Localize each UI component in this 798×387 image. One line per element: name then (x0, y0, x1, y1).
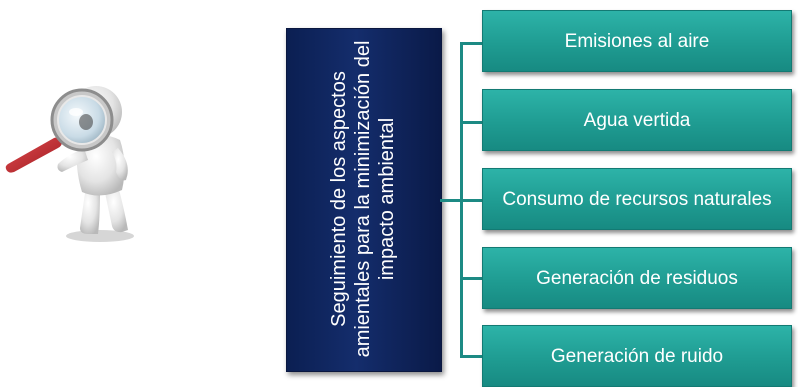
item-box-ruido: Generación de ruido (482, 325, 792, 387)
item-box-residuos: Generación de residuos (482, 247, 792, 309)
item-box-agua: Agua vertida (482, 89, 792, 151)
connector-branch (460, 277, 482, 280)
item-box-consumo: Consumo de recursos naturales (482, 168, 792, 230)
person-magnifier-icon (5, 86, 134, 242)
connector-branch (460, 355, 482, 358)
item-box-emisiones: Emisiones al aire (482, 10, 792, 72)
connector-branch (460, 42, 482, 45)
connector-stub (440, 199, 462, 202)
center-topic-label: Seguimiento de los aspectos amientales p… (328, 40, 398, 358)
connector-branch (460, 121, 482, 124)
connector-branch (460, 199, 482, 202)
